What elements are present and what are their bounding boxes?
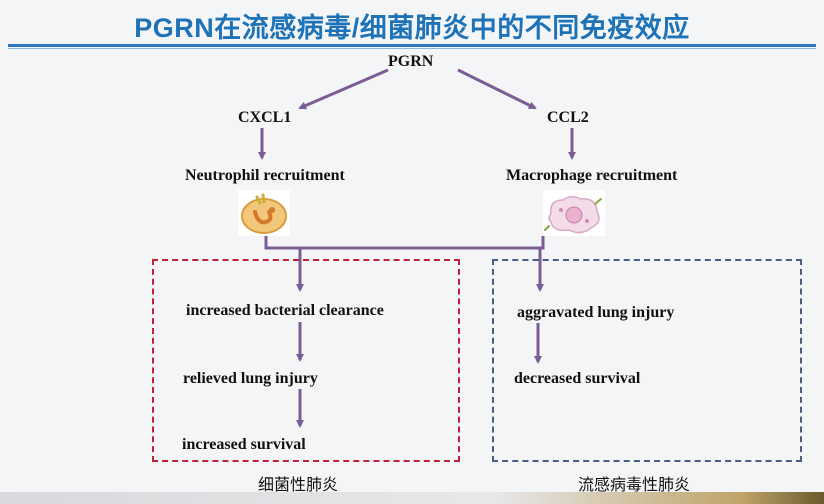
title-underline: [8, 44, 816, 47]
node-pgrn: PGRN: [388, 53, 434, 70]
merge-connector: [264, 236, 545, 250]
viral-step-survival: decreased survival: [514, 370, 641, 387]
bacterial-step-clearance: increased bacterial clearance: [186, 302, 384, 319]
node-ccl2: CCL2: [547, 109, 589, 126]
arrow-pgrn-cxcl1: [298, 68, 389, 110]
bacterial-caption: 细菌性肺炎: [258, 475, 339, 494]
macrophage-vesicle: [559, 208, 563, 212]
arrow-pgrn-ccl2: [457, 68, 537, 110]
node-neutrophil-recruitment: Neutrophil recruitment: [185, 167, 345, 184]
bacterial-step-lung-injury: relieved lung injury: [183, 370, 318, 387]
slide-title: PGRN在流感病毒/细菌肺炎中的不同免疫效应: [134, 13, 690, 43]
viral-pneumonia-box: [492, 259, 802, 462]
node-macrophage-recruitment: Macrophage recruitment: [506, 167, 678, 184]
bacterial-step-survival: increased survival: [182, 436, 306, 453]
macrophage-vesicle: [585, 219, 589, 223]
macrophage-cell-icon: [543, 190, 605, 236]
viral-caption: 流感病毒性肺炎: [578, 475, 691, 494]
neutrophil-nucleus: [253, 210, 273, 225]
neutrophil-bacteria: [255, 193, 266, 205]
neutrophil-body: [241, 198, 287, 234]
bacterial-pneumonia-box: [152, 259, 460, 462]
node-cxcl1: CXCL1: [238, 109, 292, 126]
macrophage-nucleus: [565, 206, 583, 224]
bottom-taskbar-strip: [0, 492, 824, 504]
neutrophil-cell-icon: [238, 190, 290, 236]
title-underline-thin: [8, 48, 816, 49]
viral-step-lung-injury: aggravated lung injury: [517, 304, 675, 321]
neutrophil-granule: [269, 207, 275, 213]
macrophage-pseudopod: [544, 198, 602, 231]
